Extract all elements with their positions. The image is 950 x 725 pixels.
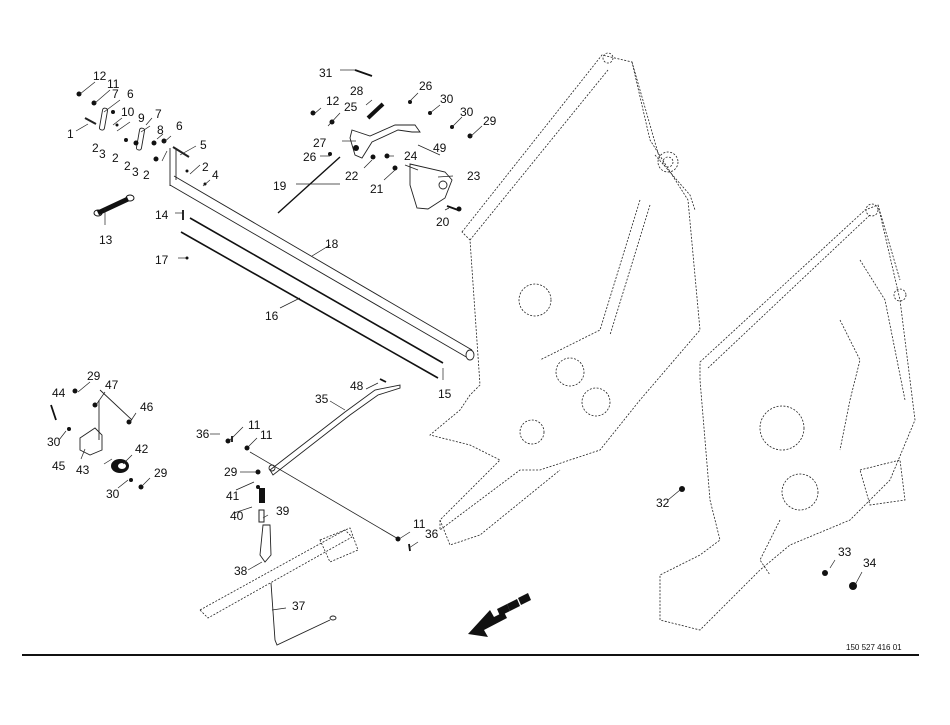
callout-48[interactable]: 48 [350,379,364,393]
callout-35[interactable]: 35 [315,392,329,406]
callout-30[interactable]: 30 [460,105,474,119]
lower-support-rail [199,527,359,619]
cable-37 [270,582,337,646]
lever-49 [349,124,421,159]
callout-3[interactable]: 3 [99,147,106,161]
callout-2[interactable]: 2 [92,141,99,155]
callout-10[interactable]: 10 [121,105,135,119]
callout-2[interactable]: 2 [202,160,209,174]
callout-5[interactable]: 5 [200,138,207,152]
callout-25[interactable]: 25 [344,100,358,114]
callout-21[interactable]: 21 [370,182,384,196]
callout-7[interactable]: 7 [155,107,162,121]
left-side-panel [429,52,701,546]
callout-37[interactable]: 37 [292,599,306,613]
bolts [50,69,459,552]
callout-27[interactable]: 27 [313,136,327,150]
right-side-panel [659,203,916,631]
callout-38[interactable]: 38 [234,564,248,578]
callout-23[interactable]: 23 [467,169,481,183]
link-plates [84,107,190,158]
callout-12[interactable]: 12 [326,94,340,108]
callout-46[interactable]: 46 [140,400,154,414]
callout-45[interactable]: 45 [52,459,66,473]
callout-11[interactable]: 11 [260,428,273,442]
callout-11[interactable]: 11 [413,517,426,531]
linkage-line [249,451,401,541]
shaft-18 [169,148,475,361]
callout-9[interactable]: 9 [138,111,145,125]
spring-13 [93,194,135,217]
callout-2[interactable]: 2 [143,168,150,182]
rod-16 [180,231,439,379]
callout-13[interactable]: 13 [99,233,113,247]
callout-24[interactable]: 24 [404,149,418,163]
callout-41[interactable]: 41 [226,489,240,503]
callout-6[interactable]: 6 [127,87,134,101]
callout-49[interactable]: 49 [433,141,447,155]
callout-32[interactable]: 32 [656,496,670,510]
callout-1[interactable]: 1 [67,127,74,141]
callout-29[interactable]: 29 [87,369,101,383]
callout-29[interactable]: 29 [224,465,238,479]
callout-22[interactable]: 22 [345,169,359,183]
callout-26[interactable]: 26 [303,150,317,164]
callout-26[interactable]: 26 [419,79,433,93]
callout-29[interactable]: 29 [483,114,497,128]
callout-15[interactable]: 15 [438,387,452,401]
callout-2[interactable]: 2 [124,159,131,173]
callout-47[interactable]: 47 [105,378,119,392]
callout-3[interactable]: 3 [132,165,139,179]
document-number: 150 527 416 01 [846,643,902,652]
lever-35 [268,384,401,476]
callout-29[interactable]: 29 [154,466,168,480]
callout-28[interactable]: 28 [350,84,364,98]
callout-12[interactable]: 12 [93,69,107,83]
callout-14[interactable]: 14 [155,208,169,222]
callout-36[interactable]: 36 [425,527,439,541]
callout-7[interactable]: 7 [112,87,119,101]
callout-11[interactable]: 11 [248,418,261,432]
callout-31[interactable]: 31 [319,66,333,80]
footer-rule [22,654,919,656]
callout-34[interactable]: 34 [863,556,877,570]
callout-40[interactable]: 40 [230,509,244,523]
callout-2[interactable]: 2 [112,151,119,165]
callout-4[interactable]: 4 [212,168,219,182]
bracket-23 [404,163,453,210]
spring-28 [366,102,385,120]
callout-6[interactable]: 6 [176,119,183,133]
rod-19 [277,156,341,214]
fasteners [67,91,857,590]
callout-17[interactable]: 17 [155,253,169,267]
callout-36[interactable]: 36 [196,427,210,441]
callout-39[interactable]: 39 [276,504,290,518]
callout-33[interactable]: 33 [838,545,852,559]
callout-8[interactable]: 8 [157,123,164,137]
callout-16[interactable]: 16 [265,309,279,323]
travel-direction-arrow [468,593,531,637]
callout-20[interactable]: 20 [436,215,450,229]
callout-30[interactable]: 30 [106,487,120,501]
callout-11[interactable]: 11 [107,77,120,91]
rod-15 [189,217,444,364]
leader-lines [58,69,863,611]
callout-30[interactable]: 30 [440,92,454,106]
bracket-38 [259,524,272,563]
callout-42[interactable]: 42 [135,442,149,456]
callout-44[interactable]: 44 [52,386,66,400]
callout-43[interactable]: 43 [76,463,90,477]
callout-18[interactable]: 18 [325,237,339,251]
callout-30[interactable]: 30 [47,435,61,449]
pulley-block-45 [79,389,133,456]
callout-19[interactable]: 19 [273,179,287,193]
sleeve-39 [258,509,265,523]
